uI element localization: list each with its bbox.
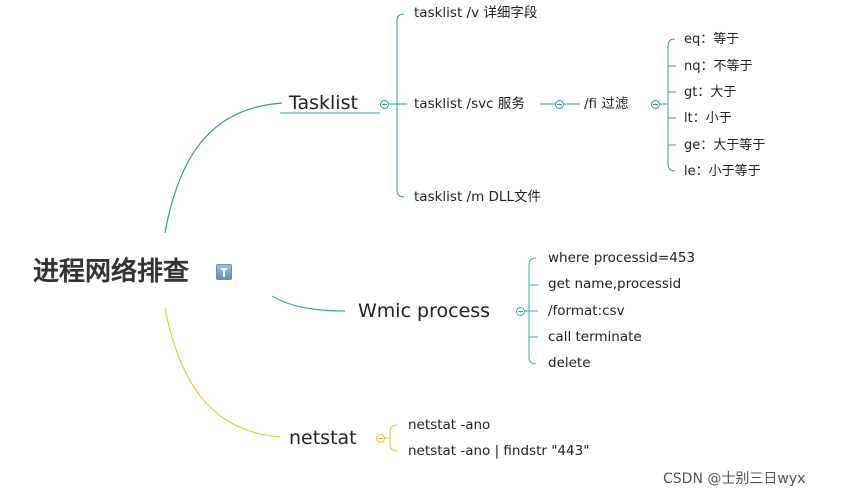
topic-netstat-findstr[interactable]: netstat -ano | findstr "443" [408,443,590,459]
bracket-filter [667,38,676,172]
topic-wmic-format[interactable]: /format:csv [548,303,625,319]
topic-tasklist-m[interactable]: tasklist /m DLL文件 [414,189,541,205]
collapse-toggle-icon[interactable] [516,307,525,316]
topic-wmic-get[interactable]: get name,processid [548,276,682,292]
watermark: CSDN @士别三日wyx [663,471,806,487]
topic-cond-ge[interactable]: ge：大于等于 [684,138,766,153]
root-topic[interactable]: 进程网络排查 [33,257,190,287]
note-icon[interactable] [216,264,232,280]
topic-tasklist-v[interactable]: tasklist /v 详细字段 [414,5,538,21]
collapse-toggle-icon[interactable] [651,100,660,109]
bracket-netstat [389,424,398,452]
collapse-toggle-icon[interactable] [555,100,564,109]
topic-netstat-ano[interactable]: netstat -ano [408,417,491,433]
topic-filter[interactable]: /fi 过滤 [584,96,629,112]
topic-tasklist[interactable]: Tasklist [289,92,358,114]
bracket-tasklist [396,13,405,198]
connector-root-wmic [271,295,346,312]
topic-cond-le[interactable]: le：小于等于 [684,164,761,179]
topic-wmic-process[interactable]: Wmic process [358,300,491,322]
topic-cond-lt[interactable]: lt：小于 [684,111,732,126]
topic-wmic-where[interactable]: where processid=453 [548,250,696,266]
topic-tasklist-svc[interactable]: tasklist /svc 服务 [414,96,525,112]
collapse-toggle-icon[interactable] [380,100,389,109]
collapse-toggle-icon[interactable] [376,434,385,443]
topic-wmic-call[interactable]: call terminate [548,329,642,345]
topic-cond-nq[interactable]: nq：不等于 [684,59,753,74]
topic-wmic-delete[interactable]: delete [548,355,591,371]
connector-root-netstat [164,307,281,438]
connector-root-tasklist [164,102,283,234]
topic-netstat[interactable]: netstat [289,427,357,449]
topic-cond-gt[interactable]: gt：大于 [684,85,737,100]
topic-cond-eq[interactable]: eq：等于 [684,32,740,47]
